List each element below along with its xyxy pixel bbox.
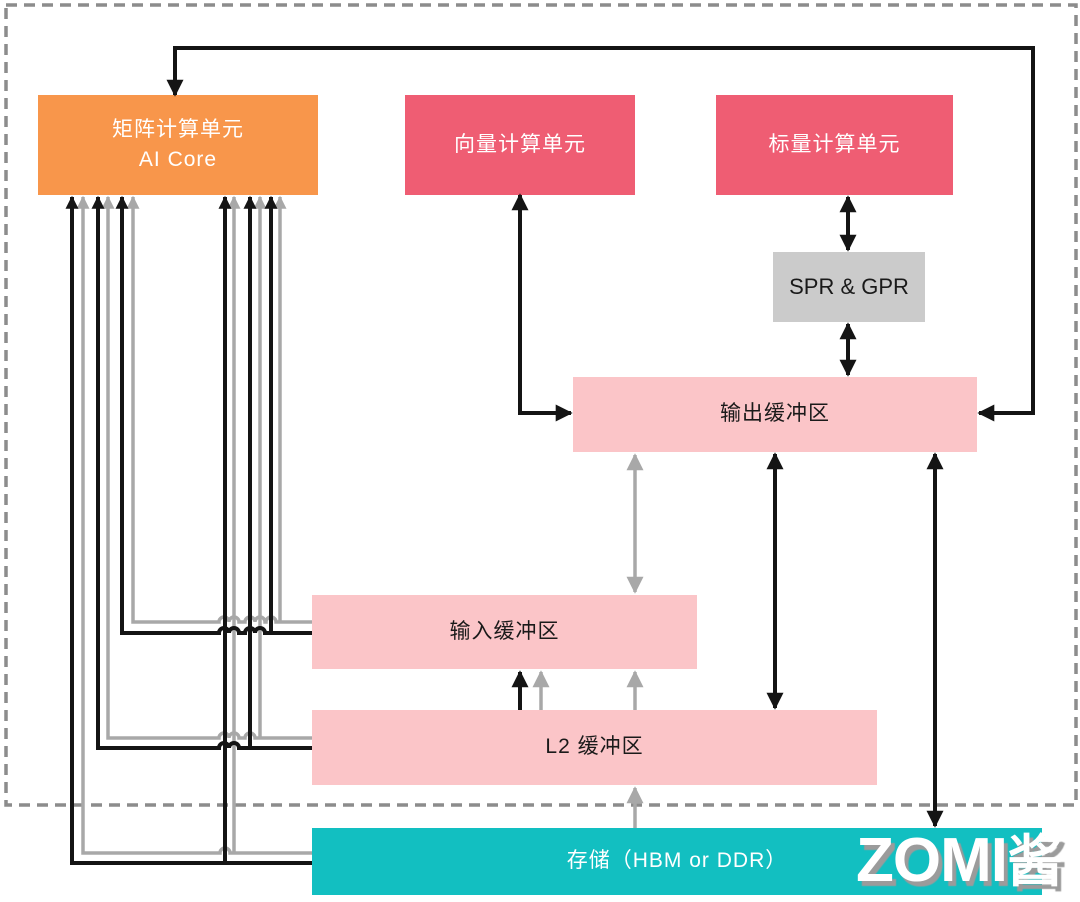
storage-box: 存储（HBM or DDR） [312, 828, 1042, 895]
zomi-watermark: ZOMI酱 [856, 830, 1063, 892]
l2-buffer-label: L2 缓冲区 [545, 735, 644, 759]
edge-vector-output [511, 193, 573, 422]
edge-input-matrix-gray [126, 195, 312, 624]
input-buffer-box: 输入缓冲区 [312, 595, 697, 669]
dashed-boundary [4, 3, 1078, 807]
edge-l2-matrix-black [91, 195, 312, 750]
l2-buffer-box: L2 缓冲区 [312, 710, 877, 785]
edge-output-matrix-top [166, 46, 1035, 422]
input-buffer-label: 输入缓冲区 [449, 619, 560, 643]
edge-input-matrix-black [115, 195, 312, 635]
edge-storage-matrix-gray [76, 195, 312, 855]
zomi-watermark-text: ZOMI [856, 826, 1008, 895]
zomi-watermark-suffix: 酱 [1006, 830, 1063, 893]
storage-label: 存储（HBM or DDR） [566, 849, 788, 873]
edge-storage-matrix-black [65, 195, 312, 865]
